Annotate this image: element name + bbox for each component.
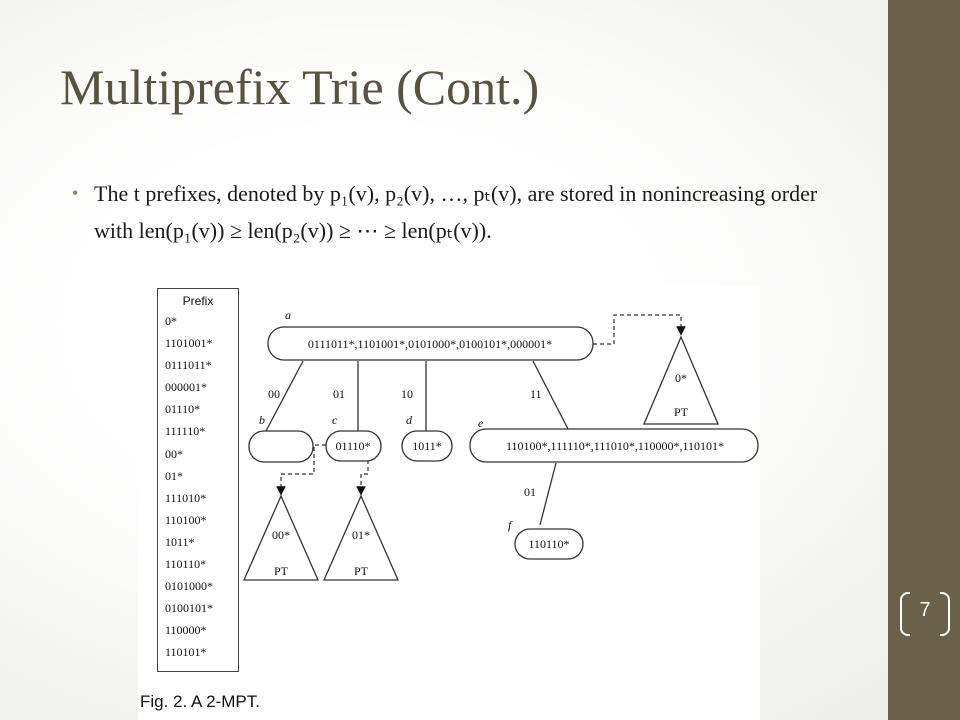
subtrie-00-prefix: 00* bbox=[272, 528, 290, 542]
node-f-label: f bbox=[508, 518, 513, 532]
bullet-dot: • bbox=[72, 183, 79, 203]
edge-label-ac: 01 bbox=[333, 387, 345, 401]
node-d-label: d bbox=[406, 413, 413, 427]
subtrie-01-label: PT bbox=[354, 564, 369, 578]
edge-a-e bbox=[532, 360, 569, 430]
slide-title: Multiprefix Trie (Cont.) bbox=[60, 59, 540, 115]
prefix-item: 00* bbox=[165, 446, 183, 461]
edge-label-ab: 00 bbox=[268, 387, 280, 401]
node-c bbox=[325, 430, 382, 462]
prefix-item: 0* bbox=[165, 314, 177, 328]
subtrie-01-prefix: 01* bbox=[352, 528, 370, 542]
prefix-item: 111010* bbox=[165, 490, 207, 505]
pointer-c-01 bbox=[356, 460, 369, 496]
trie-diagram: a 0111011*,1101001*,0101000*,0100101*,00… bbox=[243, 308, 759, 581]
edge-label-ae: 11 bbox=[530, 387, 542, 401]
pointer-a-root bbox=[593, 314, 686, 345]
page-number: 7 bbox=[919, 599, 931, 621]
trie-figure: Prefix 0*1101001*0111011*000001*01110*11… bbox=[138, 285, 760, 720]
prefix-item: 110101* bbox=[165, 645, 207, 660]
subtrie-pointers bbox=[276, 314, 686, 496]
node-d-content: 1011* bbox=[412, 439, 442, 453]
prefix-item: 0100101* bbox=[165, 601, 213, 616]
page-number-box: 7 bbox=[898, 592, 952, 636]
prefix-item: 111110* bbox=[165, 424, 206, 439]
prefix-item: 1101001* bbox=[165, 336, 213, 351]
prefix-item: 110000* bbox=[165, 623, 207, 638]
edge-e-f bbox=[539, 462, 557, 526]
node-c-label: c bbox=[332, 413, 338, 427]
subtrie-root bbox=[643, 335, 719, 425]
bracket-right bbox=[940, 592, 950, 636]
node-b bbox=[248, 430, 314, 463]
bullet-text: The t prefixes, denoted by p₁(v), p₂(v),… bbox=[94, 181, 818, 243]
tree-edges bbox=[265, 360, 569, 526]
subtrie-root-label: PT bbox=[674, 405, 689, 419]
node-a-content: 0111011*,1101001*,0101000*,0100101*,0000… bbox=[308, 337, 552, 351]
prefix-item: 000001* bbox=[165, 380, 207, 395]
node-a-label: a bbox=[285, 308, 291, 322]
prefix-item: 01* bbox=[165, 468, 183, 483]
prefix-item: 01110* bbox=[165, 402, 201, 417]
node-e-label: e bbox=[478, 416, 484, 430]
prefix-item: 0101000* bbox=[165, 579, 213, 594]
node-f-content: 110110* bbox=[528, 537, 569, 551]
node-a bbox=[267, 326, 594, 361]
node-c-content: 01110* bbox=[335, 439, 370, 453]
subtrie-00-label: PT bbox=[274, 564, 289, 578]
subtrie-root-prefix: 0* bbox=[675, 371, 687, 385]
node-e-content: 110100*,111110*,111010*,110000*,110101* bbox=[506, 439, 724, 453]
prefix-item: 1011* bbox=[165, 534, 195, 549]
prefix-item: 110110* bbox=[165, 557, 207, 572]
node-d bbox=[401, 430, 453, 462]
pointer-c-00 bbox=[276, 444, 326, 496]
prefix-item: 0111011* bbox=[165, 358, 212, 373]
edge-label-ef: 01 bbox=[524, 485, 536, 499]
prefix-table-header: Prefix bbox=[182, 294, 214, 308]
prefix-item: 110100* bbox=[165, 512, 207, 527]
edge-label-ad: 10 bbox=[401, 387, 413, 401]
subtrie-00 bbox=[243, 494, 319, 581]
prefix-table: Prefix 0* 1101001* 0111011* 000001* 01110* 11… bbox=[157, 288, 239, 672]
figure-caption: Fig. 2. A 2-MPT. bbox=[140, 692, 260, 711]
edge-a-b bbox=[265, 360, 304, 432]
node-b-label: b bbox=[259, 413, 265, 427]
subtrie-01 bbox=[323, 494, 399, 581]
node-f bbox=[514, 528, 584, 560]
bullet-point: • The t prefixes, denoted by p₁(v), p₂(v… bbox=[72, 175, 842, 249]
prefix-list: 0* 1101001* 0111011* 000001* 01110* 111110* 00… bbox=[158, 310, 238, 664]
node-e bbox=[469, 428, 759, 463]
bracket-left bbox=[900, 592, 910, 636]
